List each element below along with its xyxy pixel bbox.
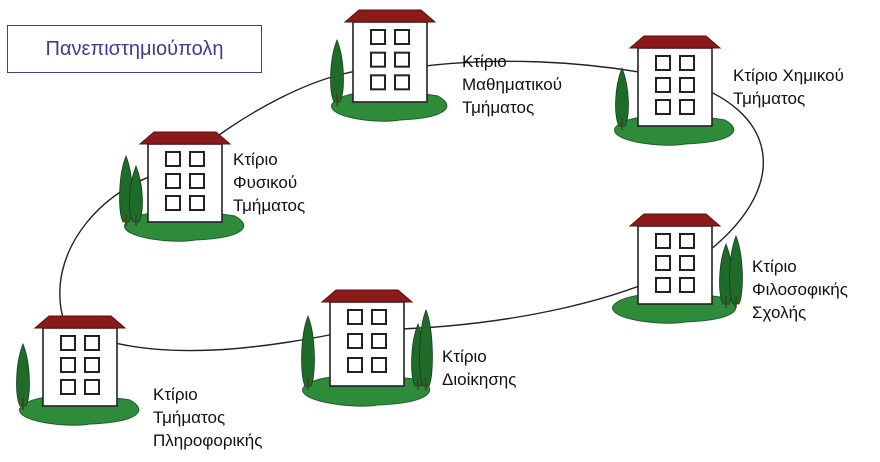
building-window xyxy=(165,151,181,167)
building-roof xyxy=(628,35,722,49)
building-window xyxy=(679,277,695,293)
building-window xyxy=(189,151,205,167)
building-wall xyxy=(329,301,405,387)
label-math-building: Κτίριο Μαθηματικού Τμήματος xyxy=(462,52,563,117)
building-window xyxy=(394,29,410,45)
building-roof xyxy=(628,213,722,227)
building-window xyxy=(679,77,695,93)
building-window xyxy=(655,277,671,293)
label-chem-building: Κτίριο Χημικού Τμήματος xyxy=(733,66,844,108)
building-window xyxy=(655,55,671,71)
building-window xyxy=(679,255,695,271)
building-window xyxy=(655,99,671,115)
building-roof xyxy=(138,131,232,145)
building-window xyxy=(394,51,410,68)
admin-building-icon xyxy=(301,289,433,407)
building-window xyxy=(60,379,76,395)
building-window xyxy=(84,357,100,373)
tree-icon xyxy=(419,308,433,387)
building-window xyxy=(371,309,387,325)
building-window xyxy=(370,51,386,68)
phil-building-icon xyxy=(612,213,743,324)
tree-icon xyxy=(615,66,629,127)
building-window xyxy=(371,357,387,373)
building-window xyxy=(394,74,410,91)
building-window xyxy=(347,333,363,349)
building-window xyxy=(165,173,181,189)
tree-icon xyxy=(16,342,30,407)
building-window xyxy=(84,379,100,395)
phys-building-icon xyxy=(119,131,245,242)
cs-building-icon xyxy=(16,315,140,426)
building-wall xyxy=(147,143,223,223)
building-wall xyxy=(637,225,713,305)
building-window xyxy=(371,333,387,349)
building-wall xyxy=(42,327,118,407)
building-window xyxy=(679,99,695,115)
building-window xyxy=(655,77,671,93)
chem-building-icon xyxy=(614,35,735,146)
building-window xyxy=(679,233,695,249)
math-building-icon xyxy=(330,9,448,122)
tree-icon xyxy=(729,234,743,305)
label-cs-building: Κτίριο Τμήματος Πληροφορικής xyxy=(153,385,263,450)
building-roof xyxy=(33,315,127,329)
building-window xyxy=(679,55,695,71)
building-window xyxy=(165,195,181,211)
building-window xyxy=(655,233,671,249)
building-window xyxy=(84,335,100,351)
building-window xyxy=(347,357,363,373)
tree-icon xyxy=(301,314,315,387)
campus-title: Πανεπιστημιούπολη xyxy=(7,25,262,73)
label-phil-building: Κτίριο Φιλοσοφικής Σχολής xyxy=(752,257,848,322)
building-window xyxy=(370,74,386,91)
tree-icon xyxy=(330,38,344,103)
building-window xyxy=(347,309,363,325)
building-window xyxy=(370,29,386,45)
tree-icon xyxy=(129,164,143,223)
building-roof xyxy=(320,289,414,303)
building-wall xyxy=(637,47,713,127)
building-window xyxy=(189,173,205,189)
label-phys-building: Κτίριο Φυσικού Τμήματος xyxy=(233,150,306,215)
building-window xyxy=(60,357,76,373)
label-admin-building: Κτίριο Διοίκησης xyxy=(442,347,517,389)
building-roof xyxy=(343,9,437,23)
building-wall xyxy=(352,21,428,103)
building-window xyxy=(189,195,205,211)
building-window xyxy=(60,335,76,351)
building-window xyxy=(655,255,671,271)
